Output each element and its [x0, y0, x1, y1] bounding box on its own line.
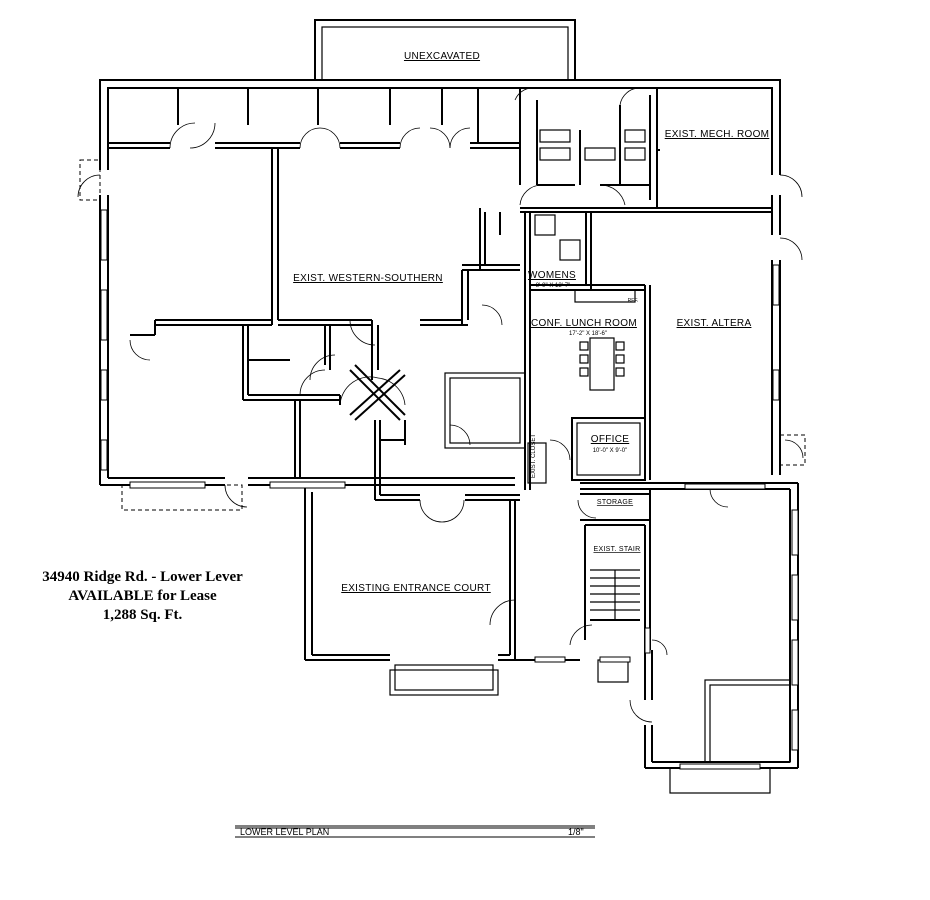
center-corridor: [374, 372, 526, 523]
label-ref: REF.: [628, 298, 639, 304]
label-mech-room: EXIST. MECH. ROOM: [665, 129, 770, 140]
label-office: OFFICE: [591, 434, 629, 445]
restroom-core: [514, 87, 772, 213]
lower-right-suite: [629, 482, 799, 794]
label-unexcavated: UNEXCAVATED: [404, 51, 480, 62]
title-block: LOWER LEVEL PLAN 1/8": [235, 825, 595, 838]
label-office-dim: 10'-0" X 9'-0": [593, 448, 628, 454]
windows: [100, 209, 799, 770]
label-womens-dim: 8'-9" X 13'-7": [536, 283, 571, 289]
label-western-southern: EXIST. WESTERN-SOUTHERN: [293, 273, 443, 284]
label-altera: EXIST. ALTERA: [677, 318, 752, 329]
exterior-doors: [77, 174, 804, 508]
lower-left-suite: [242, 325, 406, 478]
label-entrance-court: EXISTING ENTRANCE COURT: [341, 583, 491, 594]
listing-area: 1,288 Sq. Ft.: [102, 607, 183, 623]
label-conf-lunch-room: CONF. LUNCH ROOM: [531, 318, 637, 329]
listing-availability: AVAILABLE for Lease: [68, 588, 217, 604]
plan-scale: 1/8": [568, 827, 584, 837]
western-southern-suite: [129, 148, 520, 381]
listing-info: 34940 Ridge Rd. - Lower Lever AVAILABLE …: [0, 568, 285, 625]
top-offices: [108, 88, 520, 149]
plan-name: LOWER LEVEL PLAN: [240, 827, 329, 837]
label-conf-dim: 17'-2" X 18'-6": [569, 331, 607, 337]
label-womens: WOMENS: [528, 270, 576, 281]
unexcavated-area: [314, 19, 576, 81]
exterior-walls: [99, 79, 790, 490]
listing-address: 34940 Ridge Rd. - Lower Lever: [42, 569, 243, 585]
label-storage: STORAGE: [597, 499, 633, 506]
label-exist-closet: EXIST. CLOSET: [531, 434, 537, 478]
label-exist-stair: EXIST. STAIR: [593, 546, 640, 553]
